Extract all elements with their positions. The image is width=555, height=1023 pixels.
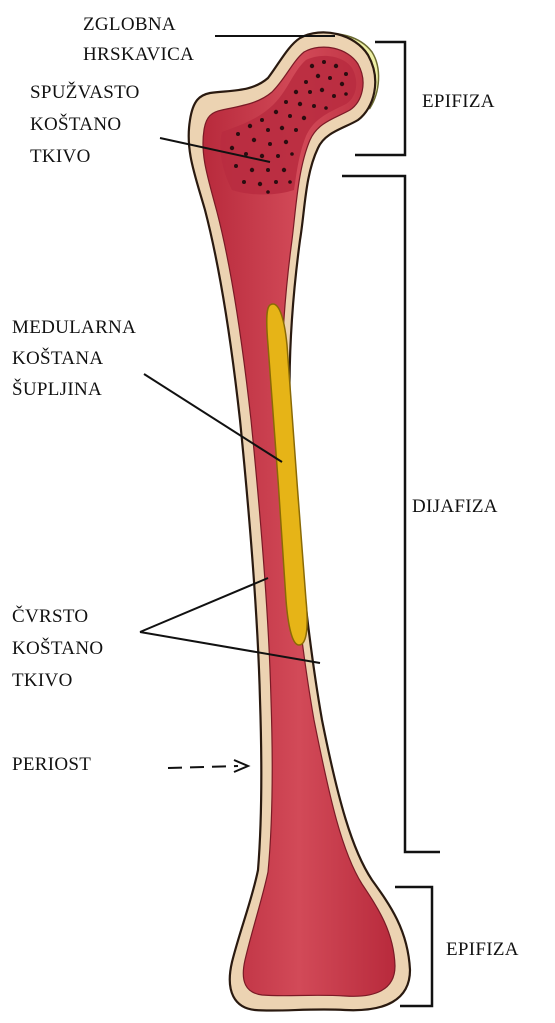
leader-periosteum [168,766,238,768]
label-periosteum: PERIOST [12,754,91,775]
label-spongy-bone: SPUŽVASTO KOŠTANO TKIVO [30,81,145,167]
label-articular-cartilage: ZGLOBNA HRSKAVICA [83,14,194,65]
label-epiphysis-top: EPIFIZA [422,91,495,112]
leader-compact-bone-upper [140,578,268,632]
label-medullary-cavity: MEDULARNA KOŠTANA ŠUPLJINA [12,317,140,400]
label-epiphysis-bottom: EPIFIZA [446,939,519,960]
label-diaphysis: DIJAFIZA [412,496,498,517]
label-compact-bone: ČVRSTO KOŠTANO TKIVO [12,605,108,691]
